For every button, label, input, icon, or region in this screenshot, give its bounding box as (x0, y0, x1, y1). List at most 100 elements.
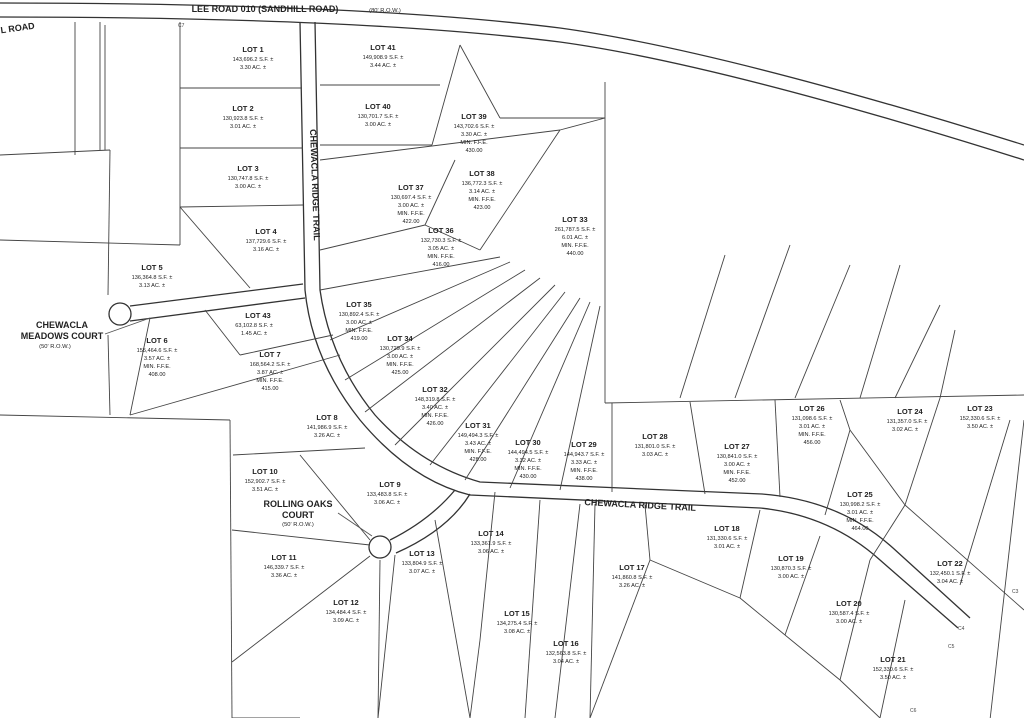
lot-24-area: 131,357.0 S.F. ± (887, 419, 928, 425)
lot-37-name: LOT 37 (398, 183, 423, 192)
lee-road-row-label: (80' R.O.W.) (369, 8, 401, 14)
lot-8-name: LOT 8 (316, 413, 337, 422)
lot-26-acres: 3.01 AC. ± (799, 424, 825, 430)
lot-20-acres: 3.00 AC. ± (836, 619, 862, 625)
lot-25-ffe: 464.00 (851, 526, 868, 532)
lot-43-area: 63,102.8 S.F. ± (235, 323, 273, 329)
lot-40-acres: 3.00 AC. ± (365, 122, 391, 128)
lot-4-acres: 3.16 AC. ± (253, 247, 279, 253)
lot-17-name: LOT 17 (619, 563, 644, 572)
lot-34-name: LOT 34 (387, 334, 413, 343)
curve-label-c4: C4 (958, 626, 965, 632)
lot-39-acres: 3.30 AC. ± (461, 132, 487, 138)
chewacla-meadows-court-label-1: CHEWACLA (36, 320, 88, 330)
lot-39-ffe-label: MIN. F.F.E. (460, 140, 488, 146)
lot-21-name: LOT 21 (880, 655, 905, 664)
lot-15-area: 134,275.4 S.F. ± (497, 621, 538, 627)
lot-25-acres: 3.01 AC. ± (847, 510, 873, 516)
chewacla-meadows-leader (104, 317, 151, 335)
lot-21-area: 152,330.6 S.F. ± (873, 667, 914, 673)
curve-label-c7: C7 (178, 23, 185, 29)
lot-36-name: LOT 36 (428, 226, 453, 235)
lot-24[interactable]: LOT 24 131,357.0 S.F. ± 3.02 AC. ± (887, 407, 928, 433)
lot-24-name: LOT 24 (897, 407, 923, 416)
lot-27-ffe: 452.00 (728, 478, 745, 484)
lot-43-acres: 1.45 AC. ± (241, 331, 267, 337)
lot-6-acres: 3.57 AC. ± (144, 356, 170, 362)
lot-41-name: LOT 41 (370, 43, 395, 52)
rolling-oaks-court-row: (50' R.O.W.) (282, 522, 314, 528)
chewacla-meadows-court-row: (50' R.O.W.) (39, 344, 71, 350)
lot-16-name: LOT 16 (553, 639, 578, 648)
lot-4-area: 137,729.6 S.F. ± (246, 239, 287, 245)
lot-25-ffe-label: MIN. F.F.E. (846, 518, 874, 524)
lee-road-label: LEE ROAD 010 (SANDHILL ROAD) (192, 4, 339, 14)
chewacla-ridge-trail-horizontal-label: CHEWACLA RIDGE TRAIL (584, 497, 697, 513)
lot-43[interactable]: LOT 43 63,102.8 S.F. ± 1.45 AC. ± (235, 311, 273, 337)
lot-8-acres: 3.26 AC. ± (314, 433, 340, 439)
lot-22-name: LOT 22 (937, 559, 962, 568)
lot-41-area: 149,908.9 S.F. ± (363, 55, 404, 61)
lot-38-ffe: 423.00 (473, 205, 490, 211)
lot-29-acres: 3.33 AC. ± (571, 460, 597, 466)
lot-35-name: LOT 35 (346, 300, 371, 309)
lot-33-ffe-label: MIN. F.F.E. (561, 243, 589, 249)
lot-31-ffe: 428.00 (469, 457, 486, 463)
rolling-oaks-court-label-1: ROLLING OAKS (264, 499, 333, 509)
lot-24-acres: 3.02 AC. ± (892, 427, 918, 433)
chewacla-meadows-court-label-2: MEADOWS COURT (21, 331, 104, 341)
lot-16-acres: 3.04 AC. ± (553, 659, 579, 665)
lot-33-ffe: 440.00 (566, 251, 583, 257)
lot-31-name: LOT 31 (465, 421, 490, 430)
lot-18-name: LOT 18 (714, 524, 739, 533)
lot-37-ffe: 422.00 (402, 219, 419, 225)
lot-43-name: LOT 43 (245, 311, 270, 320)
lot-1-name: LOT 1 (242, 45, 263, 54)
lot-32-area: 148,319.8 S.F. ± (415, 397, 456, 403)
lot-37-ffe-label: MIN. F.F.E. (397, 211, 425, 217)
lot-lines (0, 22, 1024, 718)
lot-25-name: LOT 25 (847, 490, 872, 499)
lot-37-acres: 3.00 AC. ± (398, 203, 424, 209)
